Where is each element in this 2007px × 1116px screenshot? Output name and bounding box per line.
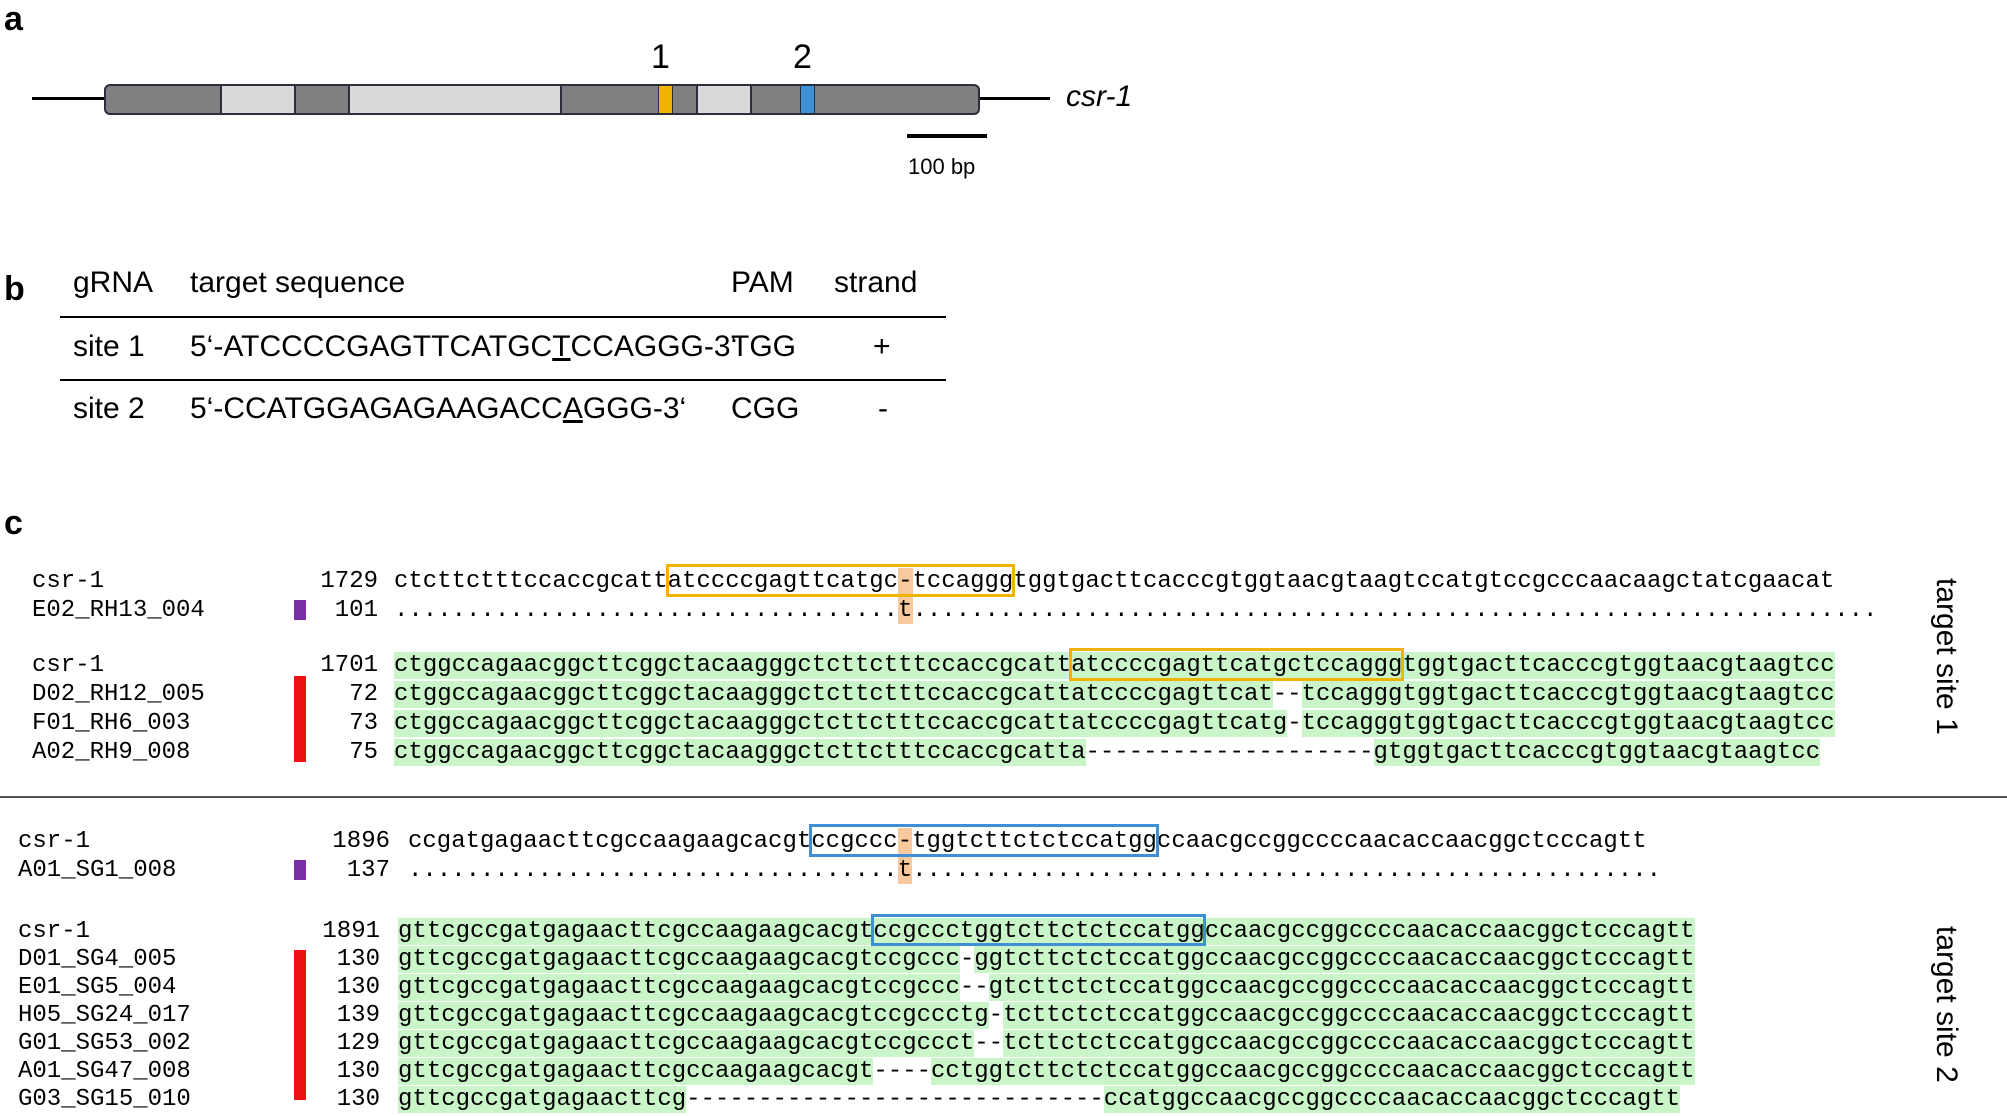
- gene-line-left: [32, 97, 106, 100]
- block3-row-0-name: csr-1: [18, 828, 91, 855]
- panel-label-b: b: [4, 270, 25, 308]
- block4-row-4-name: G01_SG53_002: [18, 1030, 191, 1057]
- target-site-2-label: target site 2: [1930, 926, 1963, 1083]
- row2-strand: -: [878, 392, 888, 425]
- target-site-2-marker: [800, 86, 815, 113]
- intron-1: [220, 86, 296, 113]
- block1-row-1-sequence: ...................................t....…: [394, 597, 1878, 624]
- block2-deletion-bar: [294, 676, 306, 762]
- block4-deletion-bar: [294, 950, 306, 1100]
- block3-insertion-bar: [294, 860, 306, 880]
- header-strand: strand: [834, 266, 918, 299]
- block4-row-6-position: 130: [336, 1086, 380, 1113]
- block2-row-1-name: D02_RH12_005: [32, 681, 205, 708]
- block2-row-0-name: csr-1: [32, 652, 105, 679]
- block4-row-1-position: 130: [336, 946, 380, 973]
- block3-row-0-sequence: ccgatgagaacttcgccaagaagcacgtccgccc-tggtc…: [408, 828, 1647, 855]
- block3-row-0-position: 1896: [332, 828, 390, 855]
- row1-grna: site 1: [73, 330, 145, 363]
- panel-label-a: a: [4, 0, 23, 38]
- block4-row-0-name: csr-1: [18, 918, 91, 945]
- block2-row-2-position: 73: [349, 710, 378, 737]
- block4-row-1-name: D01_SG4_005: [18, 946, 177, 973]
- block4-row-5-sequence: gttcgccgatgagaacttcgccaagaagcacgt----cct…: [398, 1058, 1695, 1085]
- block4-row-5-position: 130: [336, 1058, 380, 1085]
- header-pam: PAM: [731, 266, 794, 299]
- site2-target-box-b: [871, 914, 1207, 946]
- site1-target-box-a: [665, 564, 1016, 597]
- row2-grna: site 2: [73, 392, 145, 425]
- block2-row-3-position: 75: [349, 739, 378, 766]
- block2-row-2-name: F01_RH6_003: [32, 710, 191, 737]
- row1-target-sequence: 5‘-ATCCCCGAGTTCATGCTCCAGGG-3‘: [190, 330, 738, 363]
- panel-label-c: c: [4, 504, 23, 542]
- block4-row-0-sequence: gttcgccgatgagaacttcgccaagaagcacgtccgccct…: [398, 918, 1695, 945]
- scale-bar-label: 100 bp: [908, 154, 976, 179]
- gene-line-right: [978, 97, 1050, 100]
- table-rule-middle: [60, 379, 946, 381]
- row1-strand: +: [873, 330, 891, 363]
- block4-row-2-position: 130: [336, 974, 380, 1001]
- block2-row-0-sequence: ctggccagaacggcttcggctacaagggctcttctttcca…: [394, 652, 1835, 679]
- block1-row-0-sequence: ctcttctttccaccgcattatccccgagttcatgc-tcca…: [394, 568, 1835, 595]
- row2-pam: CGG: [731, 392, 800, 425]
- block4-row-1-sequence: gttcgccgatgagaacttcgccaagaagcacgtccgccc-…: [398, 946, 1695, 973]
- block1-row-1-name: E02_RH13_004: [32, 597, 205, 624]
- block4-row-6-name: G03_SG15_010: [18, 1086, 191, 1113]
- block2-row-2-sequence: ctggccagaacggcttcggctacaagggctcttctttcca…: [394, 710, 1835, 737]
- intron-2: [348, 86, 562, 113]
- block4-row-6-sequence: gttcgccgatgagaacttcg--------------------…: [398, 1086, 1681, 1113]
- block2-row-1-sequence: ctggccagaacggcttcggctacaagggctcttctttcca…: [394, 681, 1835, 708]
- block3-row-1-position: 137: [346, 857, 390, 884]
- block4-row-3-position: 139: [336, 1002, 380, 1029]
- gene-name: csr-1: [1066, 80, 1133, 113]
- site-1-number: 1: [651, 38, 670, 76]
- block1-row-0-position: 1729: [320, 568, 378, 595]
- gene-model: [104, 84, 980, 115]
- block4-row-5-name: A01_SG47_008: [18, 1058, 191, 1085]
- block4-row-2-name: E01_SG5_004: [18, 974, 177, 1001]
- block2-row-3-name: A02_RH9_008: [32, 739, 191, 766]
- header-grna: gRNA: [73, 266, 154, 299]
- row2-target-sequence: 5‘-CCATGGAGAGAAGACCAGGG-3‘: [190, 392, 687, 425]
- target-site-1-marker: [658, 86, 673, 113]
- block2-row-1-position: 72: [349, 681, 378, 708]
- block1-row-1-position: 101: [334, 597, 378, 624]
- block2-row-0-position: 1701: [320, 652, 378, 679]
- block4-row-4-sequence: gttcgccgatgagaacttcgccaagaagcacgtccgccct…: [398, 1030, 1695, 1057]
- block1-insertion-bar: [294, 600, 306, 620]
- target-site-1-label: target site 1: [1930, 578, 1963, 735]
- intron-3: [696, 86, 752, 113]
- site-2-number: 2: [793, 38, 812, 76]
- block3-row-1-sequence: ..................................t.....…: [408, 857, 1662, 884]
- block4-row-0-position: 1891: [322, 918, 380, 945]
- block3-row-1-name: A01_SG1_008: [18, 857, 177, 884]
- block2-row-3-sequence: ctggccagaacggcttcggctacaagggctcttctttcca…: [394, 739, 1821, 766]
- site1-target-box-b: [1068, 648, 1404, 681]
- site-divider: [0, 796, 2007, 798]
- block1-row-0-name: csr-1: [32, 568, 105, 595]
- header-target-sequence: target sequence: [190, 266, 406, 299]
- block4-row-3-name: H05_SG24_017: [18, 1002, 191, 1029]
- scale-bar: [907, 134, 987, 138]
- table-rule-top: [60, 316, 946, 318]
- row1-pam: TGG: [731, 330, 796, 363]
- block4-row-4-position: 129: [336, 1030, 380, 1057]
- block4-row-2-sequence: gttcgccgatgagaacttcgccaagaagcacgtccgccc-…: [398, 974, 1695, 1001]
- block4-row-3-sequence: gttcgccgatgagaacttcgccaagaagcacgtccgccct…: [398, 1002, 1695, 1029]
- site2-target-box-a: [809, 824, 1159, 857]
